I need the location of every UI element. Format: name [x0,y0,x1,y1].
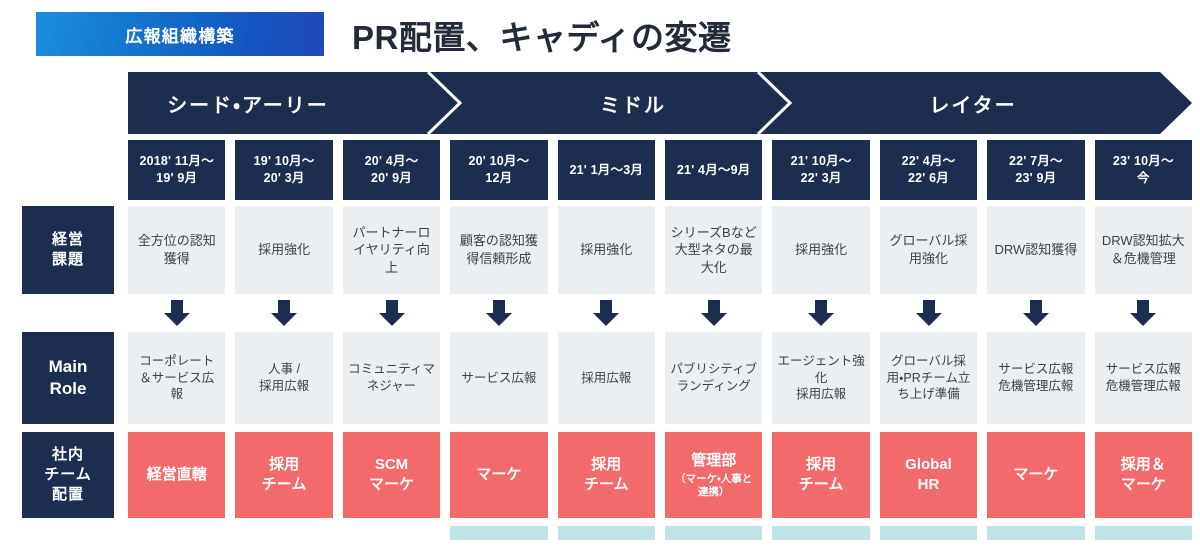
down-arrow-icon [269,298,299,328]
role-cell: パブリシティブランディング [665,332,763,424]
next-row-partial-cell [665,526,763,540]
issue-cell: シリーズBなど大型ネタの最大化 [665,206,763,294]
phase-label-seed-early: シード・アーリー [167,94,329,117]
issue-cell: 採用強化 [557,206,655,294]
team-cell: マーケ [987,432,1085,518]
down-arrow-icon [484,298,514,328]
row-label-internal-team: 社内チーム配置 [22,432,114,518]
team-cell-main: 採用チーム [798,455,844,493]
team-cell-main: マーケ [476,465,522,483]
role-cell: コーポレート＆サービス広報 [128,332,226,424]
row-management-issue: 経営課題 全方位の認知獲得採用強化パートナーロイヤリティ向上顧客の認知獲得信頼形… [0,206,1200,294]
period-cell: 23' 10月～今 [1094,140,1192,200]
down-arrow-icon [1021,298,1051,328]
issue-cell: 採用強化 [235,206,333,294]
issue-cell: 採用強化 [772,206,870,294]
team-cell-sub: （マーケ・人事と連携） [675,472,753,498]
page-title: PR配置、キャディの変遷 [352,19,732,56]
team-cell-main: 採用＆マーケ [1120,455,1166,493]
down-arrow-icon [377,298,407,328]
role-cell: サービス広報危機管理広報 [1094,332,1192,424]
period-cell: 19' 10月～20' 3月 [235,140,333,200]
issue-cell: グローバル採用強化 [879,206,978,294]
team-cell-main: 採用チーム [584,455,629,493]
team-cell: 採用チーム [557,432,655,518]
next-row-partial-cell [987,526,1085,540]
period-cell: 21' 10月～22' 3月 [772,140,870,200]
next-row-partial-cell [1094,526,1192,540]
phase-banner-shape [128,72,1192,134]
phase-label-middle: ミドル [600,94,666,117]
next-row-partial-cell [557,526,655,540]
next-row-partial-cell [772,526,870,540]
team-cell-main: 管理部 [691,452,737,470]
issue-cell: パートナーロイヤリティ向上 [342,206,441,294]
team-cell: マーケ [450,432,548,518]
period-cell: 21' 4月～9月 [665,140,763,200]
role-cell: 人事 /採用広報 [235,332,333,424]
issue-cell: 全方位の認知獲得 [128,206,226,294]
phase-label-later: レイター [929,94,1017,117]
row-next-partial [0,526,1200,540]
next-row-partial-cell [879,526,978,540]
role-cell: グローバル採用・PRチーム立ち上げ準備 [879,332,978,424]
row-label-management-issue: 経営課題 [22,206,114,294]
role-cell: エージェント強化採用広報 [772,332,870,424]
row-arrows [0,294,1200,332]
next-row-partial-cell [450,526,548,540]
role-cell: コミュニティマネジャー [342,332,441,424]
role-cell: 採用広報 [557,332,655,424]
next-row-partial-cell [128,526,225,540]
team-cell: 採用＆マーケ [1094,432,1192,518]
team-cell: 管理部 （マーケ・人事と連携） [665,432,763,518]
team-cell: 経営直轄 [128,432,226,518]
period-cell: 2018' 11月～19' 9月 [128,140,226,200]
period-cell: 22' 7月～23' 9月 [987,140,1085,200]
issue-cell: DRW認知拡大＆危機管理 [1094,206,1192,294]
next-row-partial-cell [343,526,440,540]
team-cell-main: マーケ [1013,465,1059,483]
section-badge-label: 広報組織構築 [125,26,235,46]
next-row-partial-cell [235,526,332,540]
period-cell: 20' 4月～20' 9月 [342,140,441,200]
role-cell: サービス広報 [450,332,548,424]
phase-banner: シード・アーリー ミドル レイター [128,72,1192,134]
role-cell: サービス広報危機管理広報 [987,332,1085,424]
down-arrow-icon [914,298,944,328]
down-arrow-icon [1128,298,1158,328]
issue-cell: 顧客の認知獲得信頼形成 [450,206,548,294]
period-cell: 21' 1月～3月 [557,140,655,200]
down-arrow-icon [806,298,836,328]
issue-cell: DRW認知獲得 [987,206,1085,294]
team-cell: 採用チーム [772,432,870,518]
slide-header: 広報組織構築 PR配置、キャディの変遷 [0,0,1200,70]
down-arrow-icon [591,298,621,328]
down-arrow-icon [699,298,729,328]
period-cell: 20' 10月～12月 [450,140,548,200]
down-arrow-icon [162,298,192,328]
team-cell-main: 経営直轄 [146,465,207,483]
period-cell: 22' 4月～22' 6月 [879,140,978,200]
section-badge: 広報組織構築 [36,12,324,56]
team-cell-main: 採用チーム [261,455,307,493]
team-cell: 採用チーム [235,432,333,518]
